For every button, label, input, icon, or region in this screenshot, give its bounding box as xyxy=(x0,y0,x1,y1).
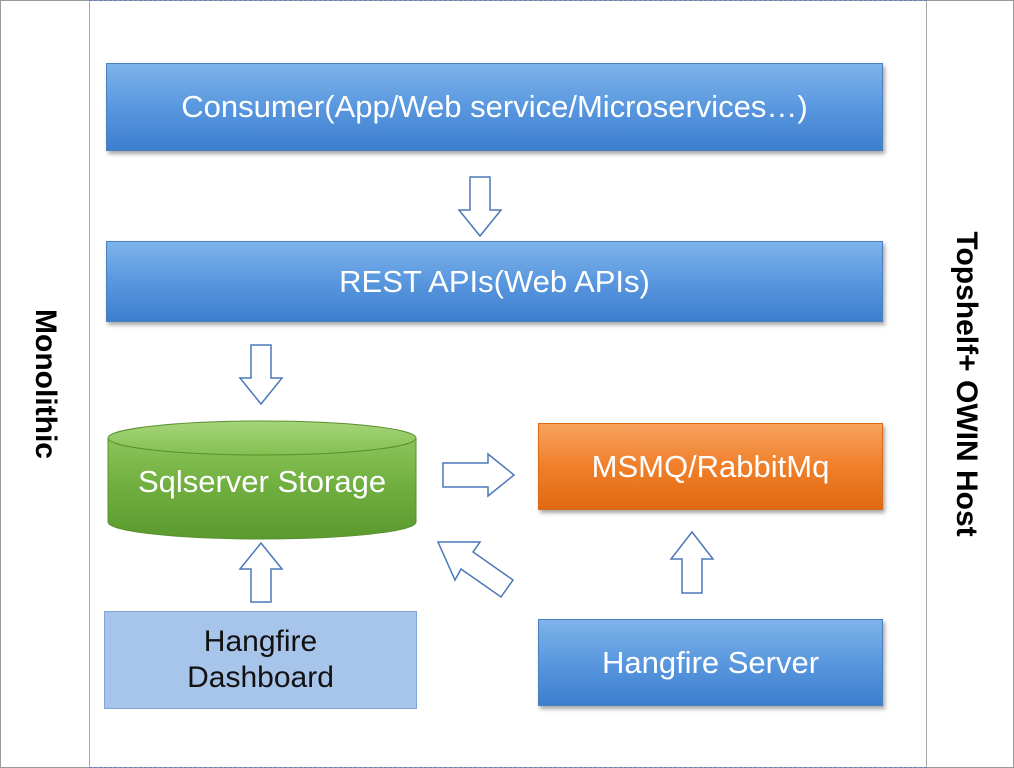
message-queue-box: MSMQ/RabbitMq xyxy=(538,423,883,510)
arrow-up-icon xyxy=(669,531,715,594)
hangfire-server-box: Hangfire Server xyxy=(538,619,883,706)
arrow-right-icon xyxy=(442,452,516,498)
dashboard-label-line1: Hangfire xyxy=(203,625,318,658)
storage-label: Sqlserver Storage xyxy=(137,464,387,499)
arrow-diagonal-up-left-icon xyxy=(436,541,515,599)
consumer-box: Consumer(App/Web service/Microservices…) xyxy=(106,63,883,151)
arrow-up-icon xyxy=(238,542,284,603)
monolithic-label: Monolithic xyxy=(29,309,62,459)
arrow-down-icon xyxy=(457,176,503,238)
host-label: Topshelf+ OWIN Host xyxy=(950,231,983,537)
rest-api-box: REST APIs(Web APIs) xyxy=(106,241,883,322)
hangfire-dashboard-box: Hangfire Dashboard xyxy=(104,611,417,709)
arrow-down-icon xyxy=(238,344,284,406)
sqlserver-storage-cylinder: Sqlserver Storage xyxy=(107,420,417,540)
dashboard-label-line2: Dashboard xyxy=(187,661,334,694)
